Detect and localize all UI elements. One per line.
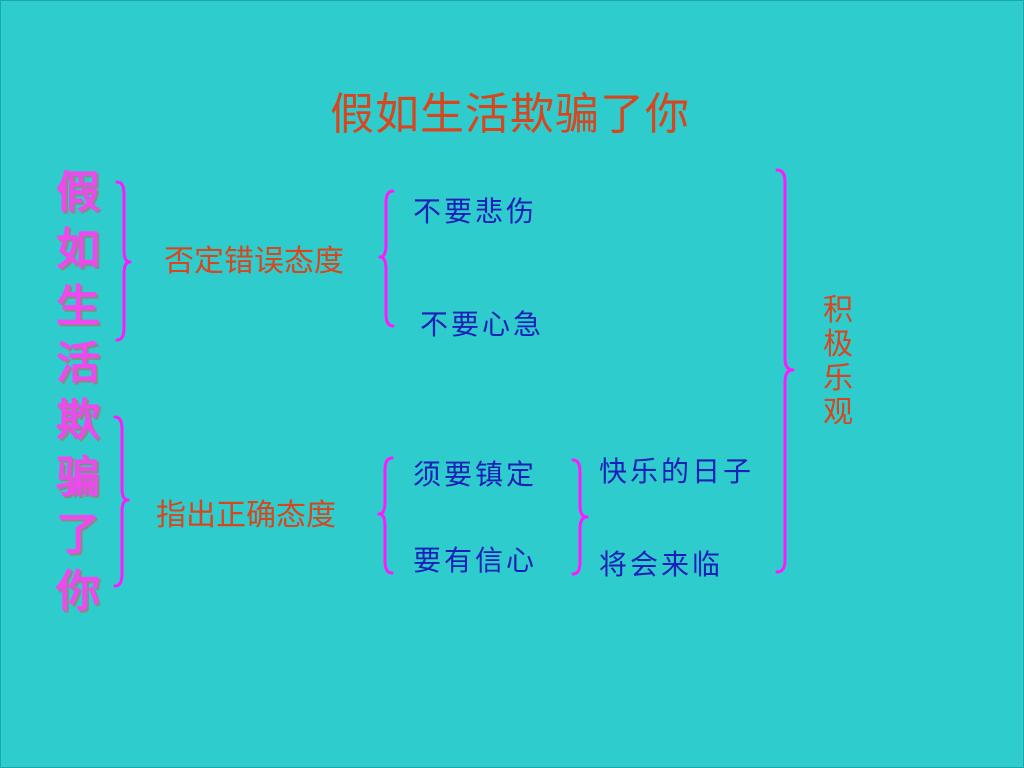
vertical-title-char: 假: [56, 167, 100, 218]
result-char: 极: [823, 327, 853, 362]
result-char: 乐: [823, 361, 853, 396]
vertical-title-char: 活: [56, 338, 100, 389]
item-have-confidence: 要有信心: [413, 544, 538, 577]
item-stay-calm: 须要镇定: [413, 458, 538, 491]
result-char: 观: [823, 395, 853, 430]
vertical-title: 假 如 生 活 欺 骗 了 你: [50, 164, 106, 620]
vertical-title-char: 欺: [56, 395, 100, 446]
item-no-anxiety: 不要心急: [420, 308, 545, 341]
brace-branch-2: [113, 415, 130, 588]
result-label: 积 极 乐 观: [818, 294, 858, 430]
consequence-will-come: 将会来临: [599, 548, 724, 581]
vertical-title-char: 生: [56, 281, 100, 332]
result-char: 积: [823, 293, 853, 328]
vertical-title-char: 你: [56, 566, 100, 617]
brace-items-2: [377, 456, 394, 575]
brace-result: [775, 168, 795, 574]
brace-branch-1: [115, 180, 132, 342]
branch-negate-label: 否定错误态度: [164, 244, 344, 279]
consequence-happy-days: 快乐的日子: [599, 455, 755, 488]
vertical-title-char: 了: [56, 509, 100, 560]
item-no-sorrow: 不要悲伤: [413, 195, 538, 228]
brace-items-1: [378, 189, 395, 328]
vertical-title-char: 骗: [56, 452, 100, 503]
brace-consequence: [571, 458, 589, 576]
branch-correct-label: 指出正确态度: [156, 498, 336, 533]
slide-title: 假如生活欺骗了你: [330, 89, 690, 140]
vertical-title-char: 如: [56, 224, 100, 275]
